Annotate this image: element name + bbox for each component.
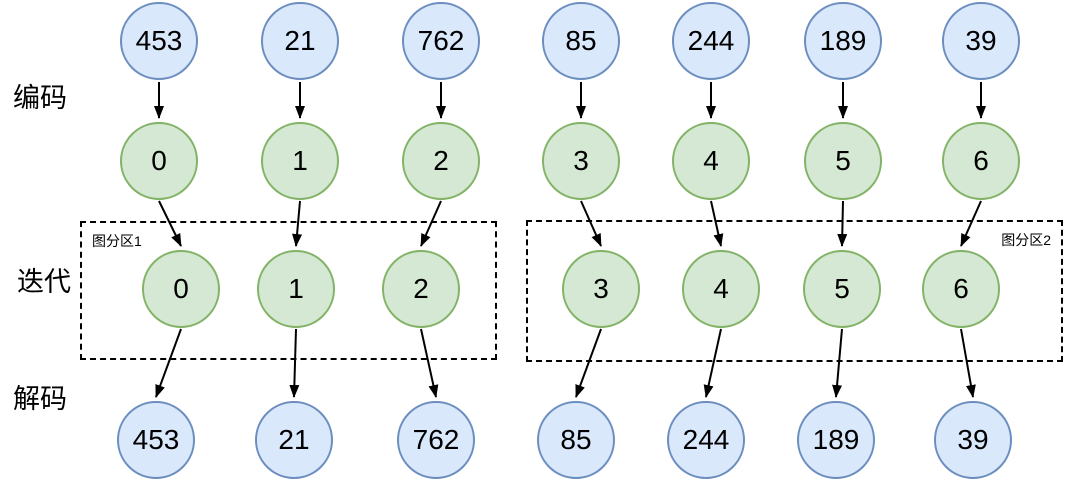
output_value-node-label: 762 [412, 424, 460, 455]
output_value-node-244: 244 [667, 401, 745, 479]
iteration_id-node-0: 0 [142, 250, 220, 328]
input_value-node-label: 21 [284, 25, 316, 56]
input_value-node-label: 453 [135, 25, 183, 56]
output_value-node-189: 189 [797, 401, 875, 479]
iteration_id-node-2: 2 [382, 250, 460, 328]
output_value-node-label: 189 [812, 424, 860, 455]
input_value-node-189: 189 [804, 2, 882, 80]
encoded_id-node-3: 3 [542, 122, 620, 200]
input_value-node-453: 453 [120, 2, 198, 80]
input_value-node-39: 39 [942, 2, 1020, 80]
output_value-node-label: 453 [132, 424, 180, 455]
iteration_id-node-label: 5 [834, 273, 850, 304]
input_value-node-85: 85 [542, 2, 620, 80]
encoded_id-node-label: 0 [151, 145, 167, 176]
iteration_id-node-5: 5 [803, 250, 881, 328]
input_value-node-label: 85 [565, 25, 597, 56]
encoded_id-node-1: 1 [261, 122, 339, 200]
stage-label-decode: 解码 [13, 384, 67, 414]
encoded_id-node-label: 4 [703, 145, 719, 176]
input_value-node-244: 244 [672, 2, 750, 80]
input_value-node-21: 21 [261, 2, 339, 80]
input_value-node-762: 762 [402, 2, 480, 80]
iteration_id-node-1: 1 [257, 250, 335, 328]
encoded_id-node-label: 1 [292, 145, 308, 176]
encoded_id-node-2: 2 [402, 122, 480, 200]
partition-label-2: 图分区2 [1001, 232, 1051, 248]
iteration_id-node-label: 0 [173, 273, 189, 304]
iteration_id-node-4: 4 [682, 250, 760, 328]
partition-label-1: 图分区1 [92, 233, 142, 249]
output_value-node-label: 85 [560, 424, 592, 455]
iteration_id-node-label: 4 [713, 273, 729, 304]
iteration_id-node-label: 1 [288, 273, 304, 304]
output_value-node-label: 244 [682, 424, 730, 455]
encoded_id-node-label: 3 [573, 145, 589, 176]
encoded_id-node-0: 0 [120, 122, 198, 200]
output_value-node-453: 453 [117, 401, 195, 479]
output_value-node-label: 39 [957, 424, 989, 455]
partition-box-1: 图分区1 [80, 221, 497, 360]
encoded_id-node-5: 5 [804, 122, 882, 200]
iteration_id-node-6: 6 [922, 250, 1000, 328]
stage-label-encode: 编码 [13, 83, 67, 113]
output_value-node-21: 21 [255, 401, 333, 479]
input_value-node-label: 762 [417, 25, 465, 56]
encoded_id-node-label: 2 [433, 145, 449, 176]
input_value-node-label: 39 [965, 25, 997, 56]
iteration_id-node-label: 6 [953, 273, 969, 304]
iteration_id-node-label: 2 [413, 273, 429, 304]
input_value-node-label: 244 [687, 25, 735, 56]
encoded_id-node-6: 6 [942, 122, 1020, 200]
output_value-node-762: 762 [397, 401, 475, 479]
partition-box-2: 图分区2 [526, 220, 1063, 362]
iteration_id-node-label: 3 [593, 273, 609, 304]
output_value-node-39: 39 [934, 401, 1012, 479]
output_value-node-label: 21 [278, 424, 310, 455]
iteration_id-node-3: 3 [562, 250, 640, 328]
encoded_id-node-4: 4 [672, 122, 750, 200]
encoded_id-node-label: 6 [973, 145, 989, 176]
stage-label-iterate: 迭代 [17, 267, 71, 297]
input_value-node-label: 189 [819, 25, 867, 56]
encoded_id-node-label: 5 [835, 145, 851, 176]
output_value-node-85: 85 [537, 401, 615, 479]
